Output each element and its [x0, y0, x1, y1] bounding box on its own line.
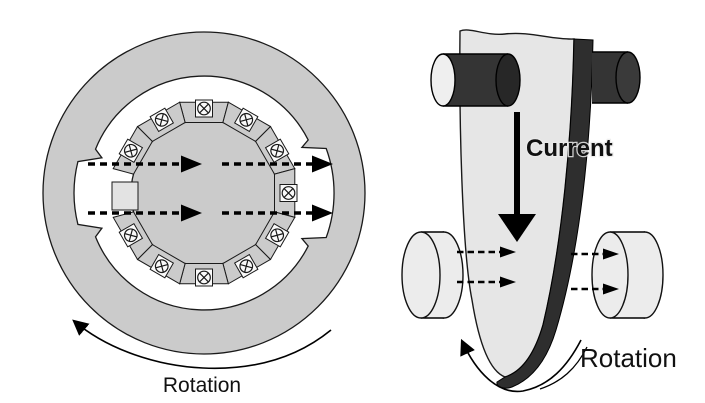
- current-arrow-stem: [514, 112, 520, 216]
- rotation-label-right: Rotation: [580, 343, 677, 373]
- flux-arrowhead: [603, 283, 619, 295]
- winding-slot: [179, 262, 229, 287]
- rotation-arrow: [460, 338, 582, 393]
- flux-arrowhead: [500, 276, 516, 288]
- brush-cylinder-left: [430, 53, 521, 107]
- winding-slot: [273, 168, 298, 218]
- left-diagram-cross-section: Rotation: [42, 31, 366, 397]
- cylinder-end: [495, 53, 521, 107]
- magnet-disc-left: [401, 231, 464, 319]
- rotor-disc: [130, 119, 278, 267]
- disc-face: [591, 231, 629, 319]
- current-arrowhead: [498, 214, 536, 242]
- flux-arrowhead: [312, 155, 333, 173]
- cylinder-cap: [615, 51, 641, 104]
- rotation-arrow-tail: [539, 346, 588, 390]
- disc-face: [401, 231, 441, 319]
- rotation-label-left: Rotation: [163, 374, 241, 397]
- winding-slot: [179, 99, 229, 124]
- current-label: Current: [526, 135, 613, 162]
- magnet-disc-right: [591, 231, 664, 319]
- current-arrow: [498, 112, 536, 242]
- flux-arrowhead: [603, 248, 619, 260]
- blank-slot: [111, 181, 139, 211]
- flux-arrows-right-diagram: [457, 246, 619, 295]
- brush-cylinder-right: [592, 51, 641, 104]
- cylinder-cap: [430, 53, 456, 107]
- flux-arrowhead: [312, 204, 333, 222]
- rotation-arrow: [72, 319, 332, 370]
- flux-arrows-left-diagram: [88, 155, 333, 222]
- flux-arrowhead: [181, 204, 202, 222]
- flux-arrowhead: [500, 246, 516, 258]
- flux-arrowhead: [181, 155, 202, 173]
- right-diagram-side-view: Current: [401, 29, 677, 393]
- stator-ring: [42, 31, 366, 355]
